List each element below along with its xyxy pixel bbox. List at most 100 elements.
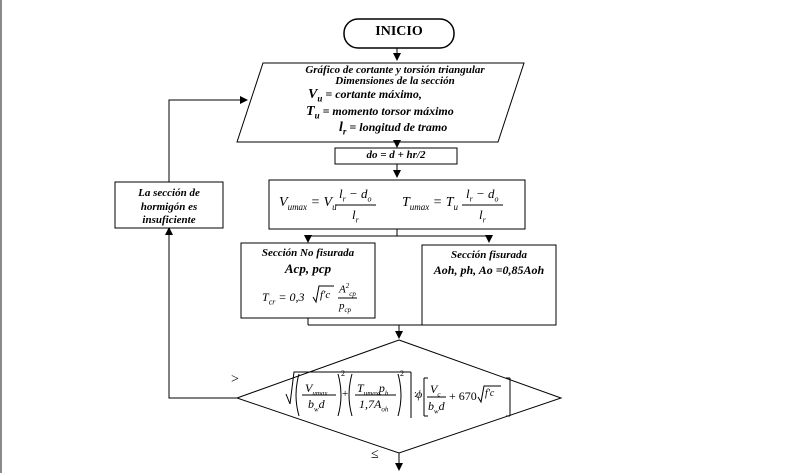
lr-text: = longitud de tramo bbox=[346, 120, 448, 134]
acp-sub: cp bbox=[349, 289, 356, 298]
vmax-num-l-sub: r bbox=[342, 194, 346, 204]
tmax-lhs-sub: umax bbox=[409, 201, 430, 212]
vmax-eq: = bbox=[310, 195, 321, 210]
tcr-acp: A2cp bbox=[339, 282, 356, 298]
vmax-lhs-symbol: V bbox=[279, 195, 288, 210]
insufficient-line-1: La sección de bbox=[138, 187, 200, 199]
vmax-num-l: l bbox=[339, 186, 343, 201]
tu-subscript: u bbox=[314, 110, 320, 121]
dec-v-symbol: V bbox=[305, 381, 313, 395]
vu-symbol: V bbox=[308, 87, 318, 102]
input-parallelogram bbox=[236, 62, 525, 143]
tmax-den-l-sub: r bbox=[482, 215, 486, 225]
dec-plus: + bbox=[342, 388, 349, 400]
dec-v-num: Vumax bbox=[305, 381, 328, 397]
tcr-pcp: pcp bbox=[339, 300, 351, 314]
vmax-den-l: l bbox=[352, 207, 356, 222]
pcp-symbol: p bbox=[339, 300, 345, 312]
vmax-rhs-sub: u bbox=[332, 201, 337, 212]
decision-diamond bbox=[235, 339, 563, 454]
dec-t-symbol: T bbox=[357, 381, 364, 395]
dec-bw-sub: w bbox=[314, 405, 319, 414]
loop-back-line bbox=[168, 229, 237, 399]
dec-plus670: + 670 bbox=[449, 389, 477, 403]
dec-vc-sub: c bbox=[437, 390, 441, 399]
decision-radical bbox=[285, 371, 511, 418]
branch-left-title: Sección No fisurada bbox=[261, 247, 355, 259]
tcr-eq: = 0,3 bbox=[278, 290, 305, 304]
insufficient-line-2: hormigón es bbox=[140, 201, 198, 213]
input-vu: Vu = cortante máximo, bbox=[308, 87, 422, 103]
label-less-equal: ≤ bbox=[371, 447, 379, 462]
insufficient-box bbox=[114, 181, 224, 229]
dec-t-num: Tumaxph bbox=[357, 381, 388, 397]
vmax-den-l-sub: r bbox=[355, 215, 359, 225]
dec-vc-num: Vc bbox=[430, 382, 440, 398]
dec-v-sub: umax bbox=[312, 389, 328, 398]
dec-vc-bw: b bbox=[428, 399, 434, 413]
dec-d: d bbox=[318, 397, 325, 411]
vmax-rhs-symbol: V bbox=[323, 195, 333, 210]
tmax-rhs-symbol: T bbox=[445, 195, 454, 210]
dec-bw-symbol: b bbox=[308, 397, 314, 411]
dec-ph-sub: h bbox=[384, 389, 389, 398]
dec-le: : bbox=[414, 389, 417, 400]
dec-t-sub: umax bbox=[363, 389, 379, 398]
dec-vc-symbol: V bbox=[430, 382, 438, 396]
input-line-1: Gráfico de cortante y torsión triangular bbox=[305, 64, 485, 76]
dec-sq-1: 2 bbox=[341, 369, 345, 378]
page-edge bbox=[0, 0, 2, 473]
start-terminal bbox=[343, 18, 455, 49]
label-greater: > bbox=[231, 372, 239, 387]
dec-sq-2: 2 bbox=[400, 369, 404, 378]
dec-fc: f'c bbox=[485, 388, 495, 399]
start-label: INICIO bbox=[375, 24, 423, 39]
input-lr: lr = longitud de tramo bbox=[339, 120, 447, 136]
tcr-formula: Tcr = 0,3 bbox=[262, 290, 304, 306]
dec-v-den: bwd bbox=[308, 397, 325, 413]
tmax-lhs-symbol: T bbox=[402, 195, 410, 210]
tmax-den-l: l bbox=[479, 207, 483, 222]
tmax-lhs: Tumax = Tu bbox=[402, 195, 458, 212]
lr-symbol: l bbox=[339, 120, 343, 135]
step-do-box bbox=[334, 147, 458, 165]
vmax-lhs: Vumax = Vu bbox=[279, 195, 337, 212]
vu-subscript: u bbox=[317, 93, 323, 104]
tmax-den: lr bbox=[479, 207, 486, 225]
dec-den2: 1,7A bbox=[359, 397, 382, 411]
dec-vc-bw-sub: w bbox=[434, 407, 439, 416]
insufficient-line-3: insuficiente bbox=[142, 214, 196, 226]
tu-symbol: T bbox=[306, 104, 315, 119]
step-do-text: do = d + hr/2 bbox=[366, 149, 426, 161]
vmax-num-minus-sub: o bbox=[367, 194, 372, 204]
tcr-math-lines bbox=[312, 285, 357, 304]
vmax-lhs-sub: umax bbox=[287, 201, 308, 212]
dec-ph-symbol: p bbox=[378, 381, 385, 395]
dec-den2-sub: oh bbox=[381, 405, 389, 414]
branch-right-vars: Aoh, ph, Ao =0,85Aoh bbox=[433, 263, 545, 277]
dec-phi: ϕ bbox=[416, 387, 423, 401]
dec-t-den: 1,7Aoh bbox=[359, 397, 388, 413]
input-line-2: Dimensiones de la sección bbox=[335, 75, 455, 87]
tmax-num-l: l bbox=[466, 186, 470, 201]
tmax-num-l-sub: r bbox=[469, 194, 473, 204]
tcr-sub: cr bbox=[268, 297, 276, 307]
branch-right-title: Sección fisurada bbox=[450, 249, 528, 261]
vu-text: = cortante máximo, bbox=[322, 87, 422, 101]
vmax-den: lr bbox=[352, 207, 359, 225]
branch-left-vars: Acp, pcp bbox=[284, 261, 332, 276]
dec-vc-d: d bbox=[438, 399, 445, 413]
vmax-num: lr − do bbox=[339, 186, 372, 204]
tcr-symbol: T bbox=[262, 290, 269, 304]
pcp-sub: cp bbox=[344, 306, 352, 315]
tmax-rhs-sub: u bbox=[453, 201, 459, 212]
tu-text: = momento torsor máximo bbox=[319, 104, 454, 118]
acp-symbol: A bbox=[339, 283, 346, 296]
tmax-num-minus-sub: o bbox=[494, 194, 499, 204]
tmax-eq: = bbox=[432, 195, 443, 210]
return-line bbox=[168, 99, 235, 182]
acp-sup: 2 bbox=[345, 282, 350, 290]
tcr-root: f'c bbox=[320, 289, 331, 301]
tmax-num: lr − do bbox=[466, 186, 499, 204]
